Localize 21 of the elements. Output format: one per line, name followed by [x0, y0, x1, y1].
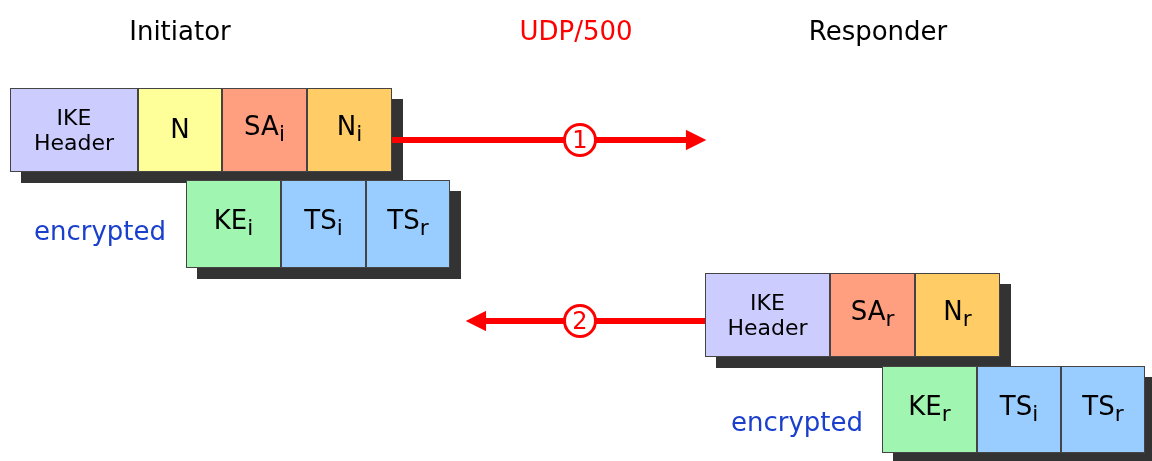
packet-field: N$_{r}$: [915, 273, 1000, 357]
role-label: Responder: [808, 16, 948, 46]
packet-field: IKE Header: [705, 273, 830, 357]
packet-field: TS$_{i}$: [977, 366, 1061, 453]
role-label: Initiator: [129, 16, 231, 46]
packet-field: IKE Header: [10, 88, 138, 172]
arrow: [392, 129, 707, 151]
packet-field: KE$_{i}$: [186, 180, 281, 268]
encrypted-label: encrypted: [731, 407, 863, 437]
edge-label: 2: [563, 304, 597, 338]
packet-field: SA$_{r}$: [830, 273, 915, 357]
packet-field: SA$_{i}$: [222, 88, 307, 172]
packet-field: N: [138, 88, 222, 172]
packet-field: TS$_{i}$: [281, 180, 366, 268]
encrypted-label: encrypted: [34, 216, 166, 246]
packet-field: KE$_{r}$: [882, 366, 977, 453]
packet-field: TS$_{r}$: [366, 180, 450, 268]
packet-field: N$_{i}$: [307, 88, 392, 172]
edge-label: 1: [563, 123, 597, 157]
protocol-label: UDP/500: [519, 16, 633, 46]
packet-field: TS$_{r}$: [1061, 366, 1145, 453]
